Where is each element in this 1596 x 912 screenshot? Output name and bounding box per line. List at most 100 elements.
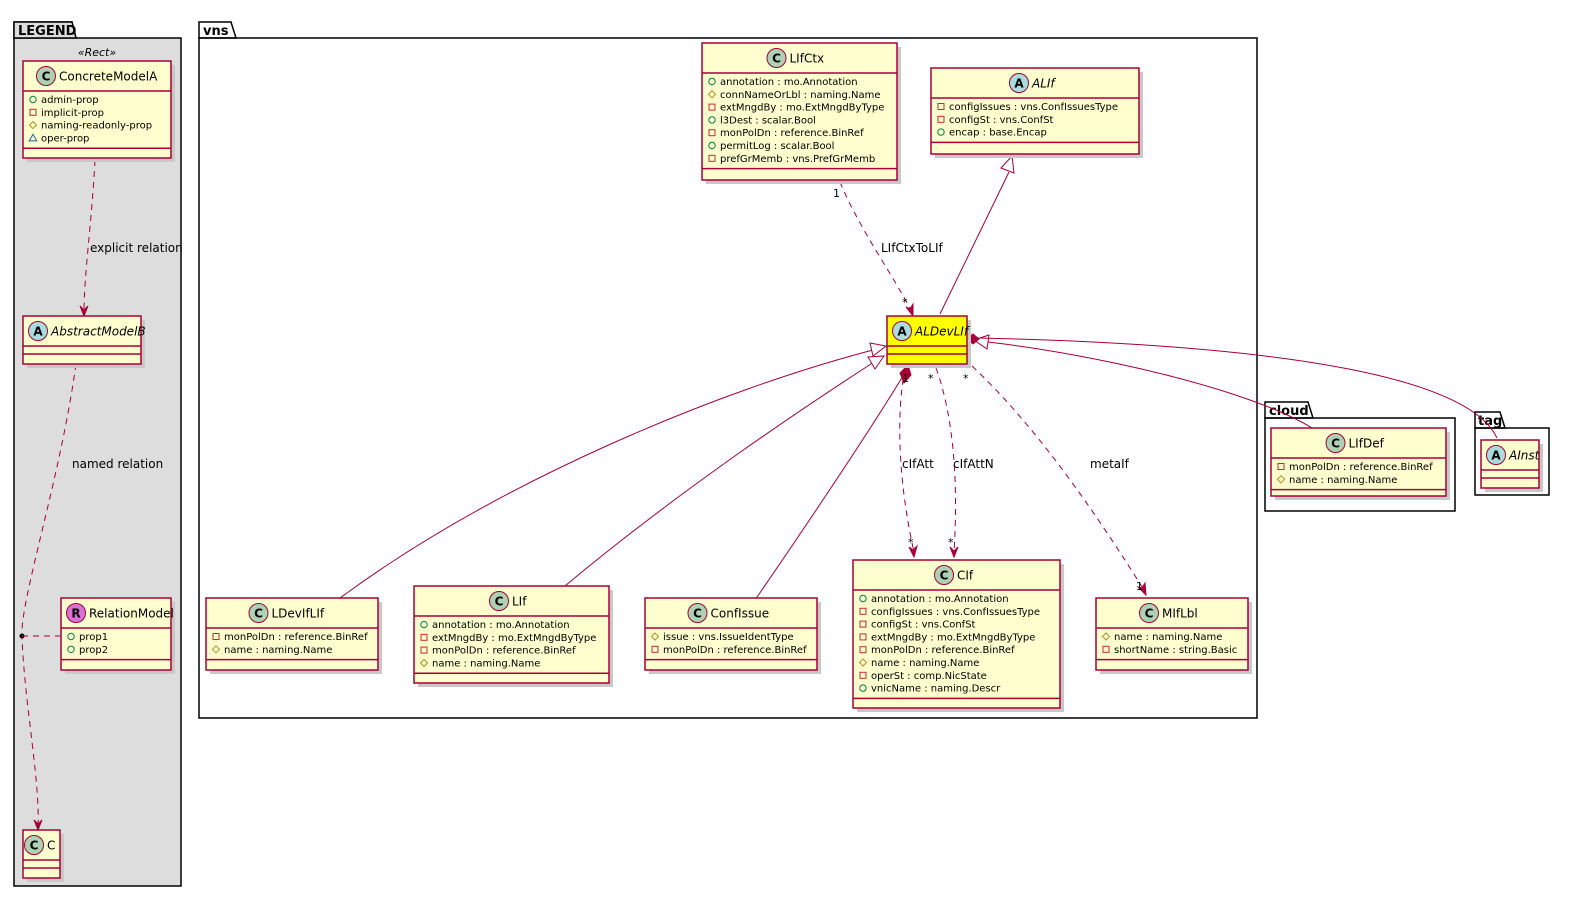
- mult-cifatt-many: *: [908, 536, 914, 549]
- private-visibility-icon: [859, 646, 867, 654]
- class-icon-letter: C: [772, 52, 781, 66]
- class-attribute: vnicName : naming.Descr: [871, 684, 1001, 695]
- edge-lif-extends: [564, 361, 875, 587]
- class-icon: [1325, 433, 1346, 453]
- package-title-cloud: cloud: [1269, 404, 1309, 419]
- class-icon-letter: C: [495, 595, 504, 609]
- class-stereotype: «Rect»: [78, 46, 117, 59]
- class-attribute: monPolDn : reference.BinRef: [663, 645, 807, 656]
- class-box: [1480, 439, 1540, 489]
- private-visibility-icon: [420, 633, 428, 641]
- package-title-tag: tag: [1478, 414, 1502, 429]
- public-visibility-icon: [708, 116, 716, 124]
- class-attribute: operSt : comp.NicState: [871, 671, 987, 682]
- abstract-class-icon-letter: A: [33, 325, 43, 339]
- protected-visibility-icon: [858, 658, 868, 667]
- class-box: [413, 585, 610, 684]
- composition-diamond-icon: [899, 364, 912, 384]
- class-attribute: configIssues : vns.ConfIssuesType: [949, 102, 1118, 113]
- private-visibility-icon: [708, 129, 716, 137]
- edge-aldevlif-extends-alif: [939, 171, 1010, 315]
- abstract-class-icon: [1009, 73, 1029, 93]
- class-attribute: oper-prop: [41, 133, 89, 144]
- edge-lifctx-to-lif: [839, 181, 913, 313]
- class-nodes: «Rect» C ConcreteModelA admin-prop implicit-…: [22, 42, 1543, 882]
- label-lifctx-to-lif: LIfCtxToLIf: [881, 241, 943, 255]
- class-box: [205, 597, 379, 671]
- class-attribute: name : naming.Name: [224, 645, 332, 656]
- private-visibility-icon: [1277, 463, 1285, 470]
- class-box: [644, 597, 818, 671]
- edge-lifdef-extends: [987, 341, 1313, 429]
- protected-visibility-icon: [1276, 475, 1286, 484]
- edge-ainst-composition: [977, 337, 1498, 439]
- edge-named-relation: [21, 363, 77, 826]
- mult-lifctx-many: *: [902, 296, 908, 309]
- private-visibility-icon: [212, 633, 220, 640]
- class-name: ConcreteModelA: [59, 70, 158, 84]
- label-metaif: metaIf: [1090, 457, 1130, 471]
- class-icon-letter: C: [940, 569, 949, 583]
- public-visibility-icon: [708, 141, 716, 150]
- protected-visibility-icon: [707, 90, 717, 99]
- edge-cifattn: [935, 367, 957, 553]
- abstract-class-icon-letter: A: [1491, 449, 1501, 463]
- class-attribute: shortName : string.Basic: [1114, 645, 1237, 656]
- class-icon: [248, 603, 269, 623]
- class-box: [1095, 597, 1249, 671]
- arrowhead-open-icon: [908, 544, 918, 559]
- class-name: RelationModel: [89, 607, 174, 621]
- class-icon: [687, 603, 708, 623]
- private-visibility-icon: [859, 620, 867, 628]
- arrowhead-open-icon: [1136, 581, 1147, 597]
- class-attribute: monPolDn : reference.BinRef: [871, 645, 1015, 656]
- inheritance-arrow-icon: [1000, 154, 1015, 174]
- package-cloud: cloud: [1264, 401, 1456, 512]
- arrowhead-open-icon: [79, 305, 89, 318]
- class-attribute: implicit-prop: [41, 108, 104, 119]
- protected-visibility-icon: [419, 658, 429, 668]
- class-name: CIf: [957, 569, 974, 583]
- package-legend: LEGEND: [13, 21, 182, 887]
- package-tag: tag: [1474, 411, 1550, 496]
- class-attribute: permitLog : scalar.Bool: [720, 141, 834, 152]
- label-cifattn: cIfAttN: [953, 457, 994, 471]
- class-attribute: prop2: [79, 645, 108, 656]
- class-icon-letter: C: [1331, 437, 1340, 451]
- class-attribute: monPolDn : reference.BinRef: [1289, 462, 1433, 473]
- arrowhead-open-icon: [33, 819, 43, 832]
- public-visibility-icon: [859, 594, 867, 603]
- class-icon: [934, 565, 954, 585]
- private-visibility-icon: [859, 607, 867, 615]
- public-visibility-icon: [67, 632, 75, 641]
- class-icon: [36, 66, 56, 86]
- class-attribute: admin-prop: [41, 95, 99, 106]
- class-attribute: l3Dest : scalar.Bool: [720, 115, 816, 126]
- public-visibility-icon: [937, 128, 945, 136]
- class-name: LDevIfLIf: [272, 607, 325, 621]
- class-icon: [489, 591, 509, 611]
- class-attribute: extMngdBy : mo.ExtMngdByType: [720, 103, 884, 114]
- class-attribute: extMngdBy : mo.ExtMngdByType: [432, 633, 596, 644]
- abstract-class-icon-letter: A: [897, 325, 907, 339]
- class-icon: [766, 48, 787, 68]
- edge-cifatt: [899, 367, 915, 553]
- label-cifatt: cIfAtt: [902, 457, 934, 471]
- class-attribute: configSt : vns.ConfSt: [949, 115, 1054, 126]
- protected-visibility-icon: [1101, 632, 1111, 641]
- label-named-relation: named relation: [72, 457, 163, 471]
